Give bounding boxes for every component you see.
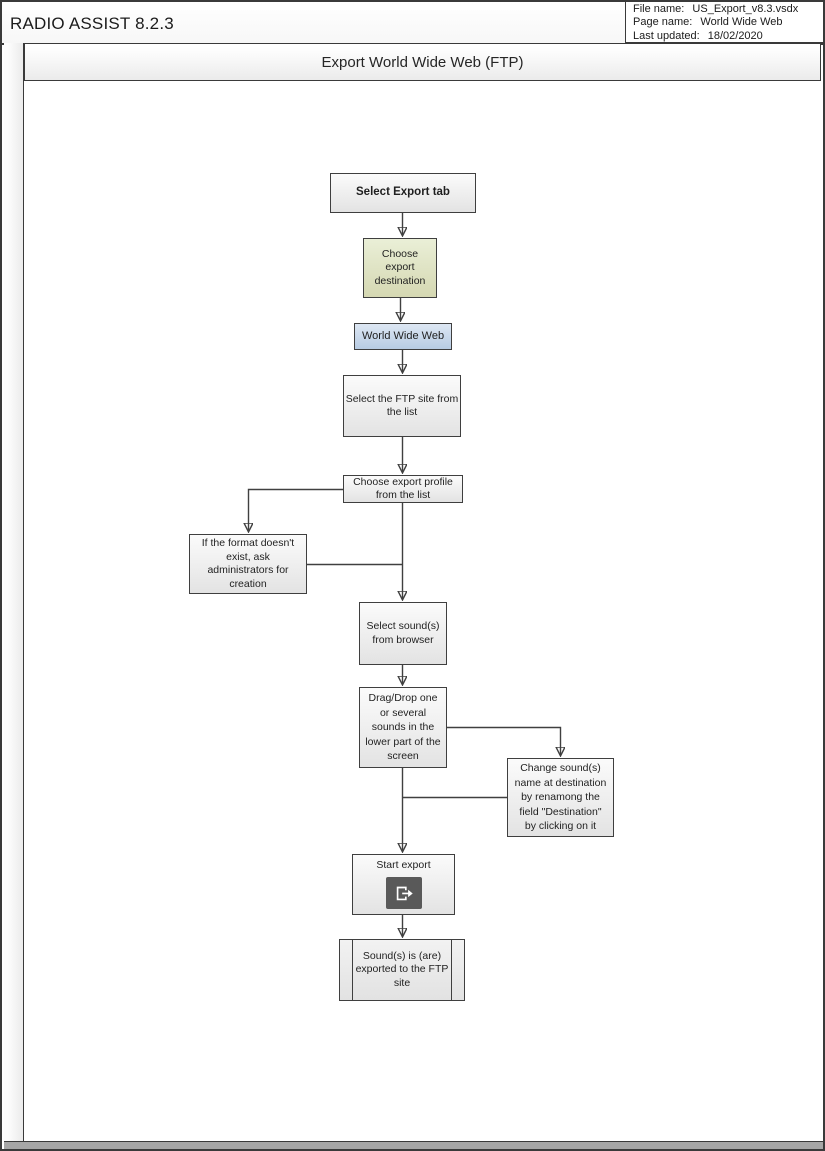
last-updated-row: Last updated: 18/02/2020 xyxy=(633,30,819,43)
predefined-process-bar-right xyxy=(451,940,452,1000)
node-start-export: Start export xyxy=(352,854,455,915)
node-label: Choose export profile from the list xyxy=(353,476,453,501)
node-label: World Wide Web xyxy=(361,329,445,342)
left-margin-strip xyxy=(4,43,24,1141)
diagram-title-bar: Export World Wide Web (FTP) xyxy=(24,43,821,81)
node-choose-export-destination: Choose export destination xyxy=(363,238,437,298)
node-label: Select sound(s) from browser xyxy=(366,620,440,646)
node-drag-drop-sounds: Drag/Drop one or several sounds in the l… xyxy=(359,687,447,768)
file-name-row: File name: US_Export_v8.3.vsdx xyxy=(633,3,819,16)
last-updated-value: 18/02/2020 xyxy=(707,29,763,42)
node-label: Select the FTP site from the list xyxy=(345,392,459,419)
bottom-margin-strip xyxy=(4,1141,823,1149)
app-title: RADIO ASSIST 8.2.3 xyxy=(10,14,174,33)
node-label: Start export xyxy=(376,859,431,871)
node-select-export-tab: Select Export tab xyxy=(330,173,476,213)
node-world-wide-web: World Wide Web xyxy=(354,323,452,350)
page-name-value: World Wide Web xyxy=(700,16,783,29)
connector-dragdrop-to-changename xyxy=(447,726,561,756)
file-name-value: US_Export_v8.3.vsdx xyxy=(692,3,799,15)
node-select-ftp-site: Select the FTP site from the list xyxy=(343,375,461,437)
node-label: If the format doesn't exist, ask adminis… xyxy=(201,537,295,590)
page-name-label: Page name: xyxy=(633,16,693,29)
page-name-row: Page name: World Wide Web xyxy=(633,16,819,29)
last-updated-label: Last updated: xyxy=(633,29,700,42)
node-label: Choose export destination xyxy=(374,247,426,287)
file-name-label: File name: xyxy=(633,3,685,15)
node-label: Change sound(s) name at destination by r… xyxy=(514,762,607,833)
node-select-sounds: Select sound(s) from browser xyxy=(359,602,447,665)
node-sounds-exported: Sound(s) is (are) exported to the FTP si… xyxy=(339,939,465,1001)
node-label: Sound(s) is (are) exported to the FTP si… xyxy=(355,949,449,989)
diagram-title: Export World Wide Web (FTP) xyxy=(321,53,524,71)
export-icon xyxy=(385,876,422,909)
node-label: Drag/Drop one or several sounds in the l… xyxy=(365,692,441,763)
predefined-process-bar-left xyxy=(352,940,353,1000)
node-label: Select Export tab xyxy=(356,186,450,199)
file-info-box: File name: US_Export_v8.3.vsdx Page name… xyxy=(625,2,823,43)
node-change-sound-name: Change sound(s) name at destination by r… xyxy=(507,758,614,837)
node-choose-export-profile: Choose export profile from the list xyxy=(343,475,463,503)
node-format-missing: If the format doesn't exist, ask adminis… xyxy=(189,534,307,594)
connector-profile-to-formatmissing xyxy=(249,488,343,532)
